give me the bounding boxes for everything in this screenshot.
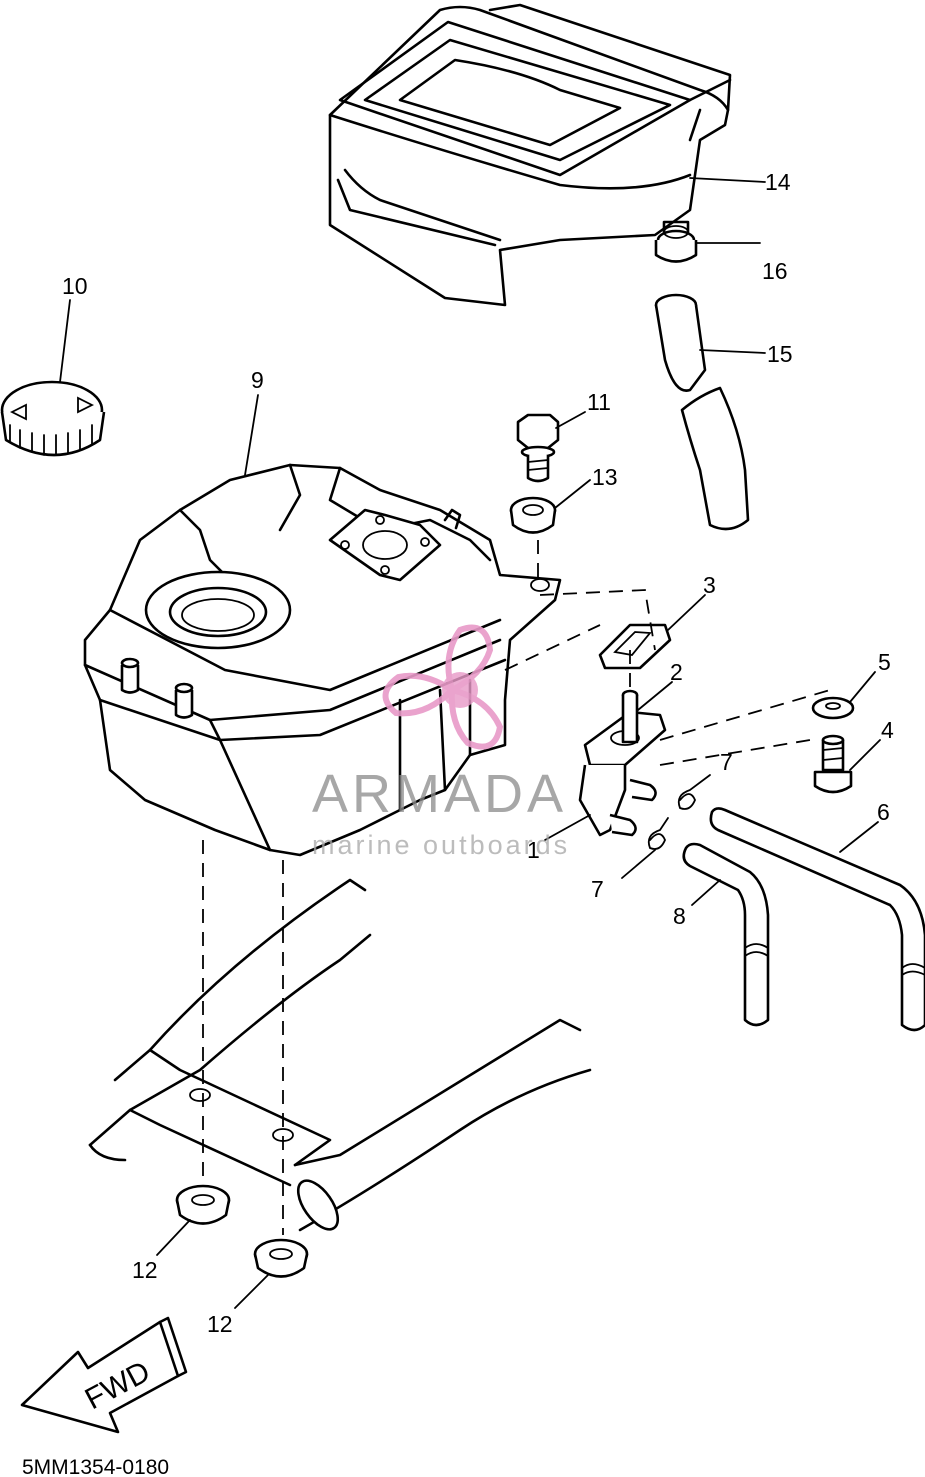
part-7-clip-upper (677, 774, 711, 810)
callout-13: 13 (592, 464, 618, 490)
part-5-washer (811, 696, 855, 720)
part-10-fuel-cap (0, 380, 106, 457)
part-4-bolt (813, 734, 853, 794)
callout-6: 6 (877, 799, 890, 825)
callout-labels: 1 2 3 4 5 6 7 7 8 9 10 11 12 12 13 14 15… (62, 169, 894, 1337)
callout-12-right: 12 (207, 1311, 233, 1337)
part-2-filter-pipe (621, 689, 639, 744)
part-12-grommet-right (253, 1238, 309, 1278)
part-9-fuel-tank (83, 463, 562, 857)
callout-12-left: 12 (132, 1257, 158, 1283)
part-15-drain-hose (654, 293, 750, 531)
part-13-grommet (509, 496, 557, 534)
leader-lines (59, 177, 881, 1309)
watermark: ARMADA marine outboards (312, 624, 570, 860)
part-3-gasket (598, 623, 672, 670)
watermark-subtitle: marine outboards (312, 830, 570, 860)
part-14-storage-cover (328, 3, 732, 307)
callout-3: 3 (703, 572, 716, 598)
callout-8: 8 (673, 903, 686, 929)
callout-7-upper: 7 (720, 749, 733, 775)
callout-16: 16 (762, 258, 788, 284)
callout-9: 9 (251, 367, 264, 393)
part-16-grommet (654, 220, 698, 263)
frame-phantom (88, 878, 592, 1232)
part-8-breather-hose (682, 842, 770, 1027)
watermark-title: ARMADA (312, 764, 567, 824)
callout-15: 15 (767, 341, 793, 367)
callout-5: 5 (878, 649, 891, 675)
part-6-fuel-hose (709, 807, 925, 1032)
armada-logo-icon (382, 624, 504, 750)
assembly-guide-lines (202, 540, 831, 1235)
callout-10: 10 (62, 273, 88, 299)
part-11-bolt (516, 413, 560, 483)
part-7-clip-lower (647, 817, 669, 850)
forward-direction-arrow: FWD (20, 1316, 188, 1434)
reference-code: 5MM1354-0180 (22, 1456, 169, 1477)
callout-14: 14 (765, 169, 791, 195)
callout-11: 11 (587, 389, 611, 415)
part-12-grommet-left (175, 1184, 231, 1225)
callout-2: 2 (670, 659, 683, 685)
callout-1: 1 (527, 837, 540, 863)
callout-7-lower: 7 (591, 876, 604, 902)
callout-4: 4 (881, 717, 894, 743)
